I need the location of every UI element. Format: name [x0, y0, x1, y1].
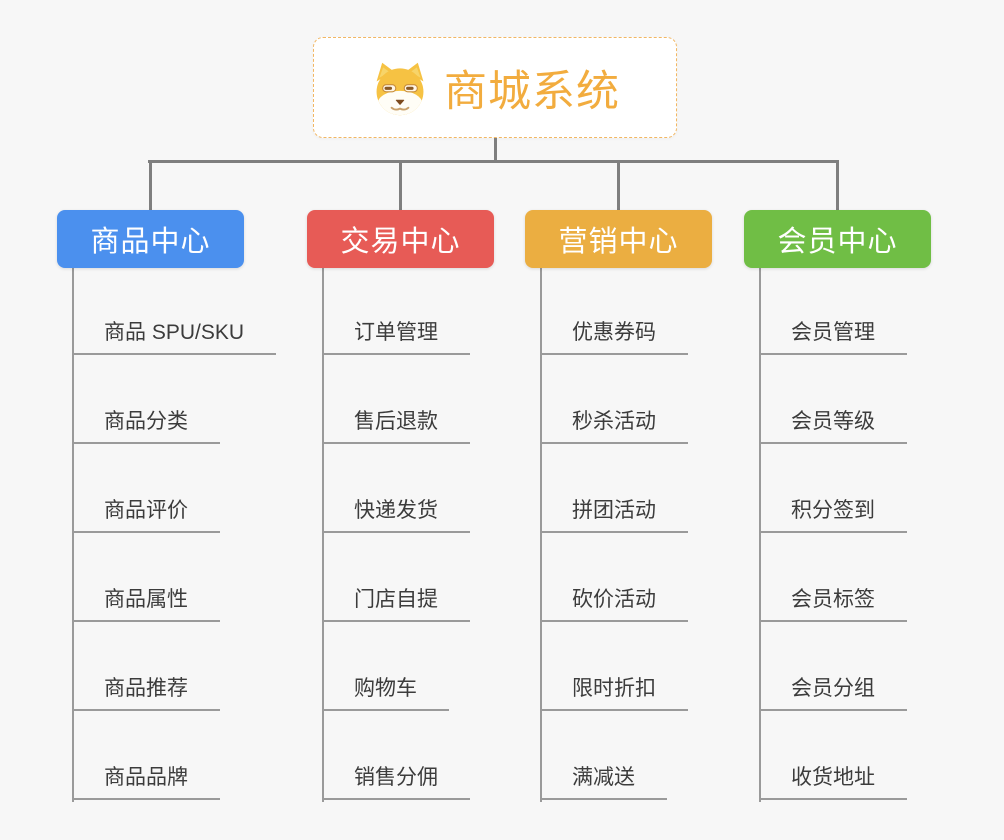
root-node[interactable]: 商城系统	[313, 37, 677, 138]
leaf-topic[interactable]: 商品 SPU/SKU	[72, 319, 277, 355]
leaf-connector-line	[540, 268, 542, 802]
dog-face-icon	[376, 62, 424, 115]
leaf-topic[interactable]: 会员标签	[759, 586, 907, 622]
leaf-topic[interactable]: 销售分佣	[322, 764, 470, 800]
leaf-topic[interactable]: 拼团活动	[540, 497, 688, 533]
leaf-topic[interactable]: 商品分类	[72, 408, 220, 444]
branch-node-goods[interactable]: 商品中心	[57, 210, 244, 268]
leaf-topic[interactable]: 快递发货	[322, 497, 470, 533]
branch-drop-line	[836, 160, 839, 210]
leaf-topic[interactable]: 满减送	[540, 764, 667, 800]
leaf-connector-line	[322, 268, 324, 802]
tree-horizontal-line	[148, 160, 839, 163]
leaf-topic[interactable]: 门店自提	[322, 586, 470, 622]
branch-node-member[interactable]: 会员中心	[744, 210, 931, 268]
leaf-topic[interactable]: 会员等级	[759, 408, 907, 444]
leaf-topic[interactable]: 秒杀活动	[540, 408, 688, 444]
leaf-topic[interactable]: 商品推荐	[72, 675, 220, 711]
leaf-topic[interactable]: 商品属性	[72, 586, 220, 622]
branch-drop-line	[617, 160, 620, 210]
root-title: 商城系统	[444, 67, 620, 116]
leaf-topic[interactable]: 售后退款	[322, 408, 470, 444]
leaf-topic[interactable]: 砍价活动	[540, 586, 688, 622]
leaf-topic[interactable]: 订单管理	[322, 319, 470, 355]
branch-column-marketing: 营销中心 优惠券码 秒杀活动 拼团活动 砍价活动 限时折扣 满减送	[525, 210, 775, 802]
leaf-topic[interactable]: 积分签到	[759, 497, 907, 533]
root-stem-line	[494, 138, 497, 163]
leaf-topic[interactable]: 会员分组	[759, 675, 907, 711]
branch-drop-line	[399, 160, 402, 210]
branch-column-goods: 商品中心 商品 SPU/SKU 商品分类 商品评价 商品属性 商品推荐 商品品牌	[57, 210, 307, 802]
leaf-topic[interactable]: 收货地址	[759, 764, 907, 800]
leaf-connector-line	[72, 268, 74, 802]
leaf-topic[interactable]: 商品评价	[72, 497, 220, 533]
leaf-topic[interactable]: 会员管理	[759, 319, 907, 355]
branch-column-trade: 交易中心 订单管理 售后退款 快递发货 门店自提 购物车 销售分佣	[307, 210, 557, 802]
branch-node-trade[interactable]: 交易中心	[307, 210, 494, 268]
branch-drop-line	[149, 160, 152, 210]
leaf-topic[interactable]: 限时折扣	[540, 675, 688, 711]
leaf-topic[interactable]: 商品品牌	[72, 764, 220, 800]
branch-node-marketing[interactable]: 营销中心	[525, 210, 712, 268]
leaf-topic[interactable]: 购物车	[322, 675, 449, 711]
branch-column-member: 会员中心 会员管理 会员等级 积分签到 会员标签 会员分组 收货地址	[744, 210, 994, 802]
leaf-connector-line	[759, 268, 761, 802]
leaf-topic[interactable]: 优惠券码	[540, 319, 688, 355]
